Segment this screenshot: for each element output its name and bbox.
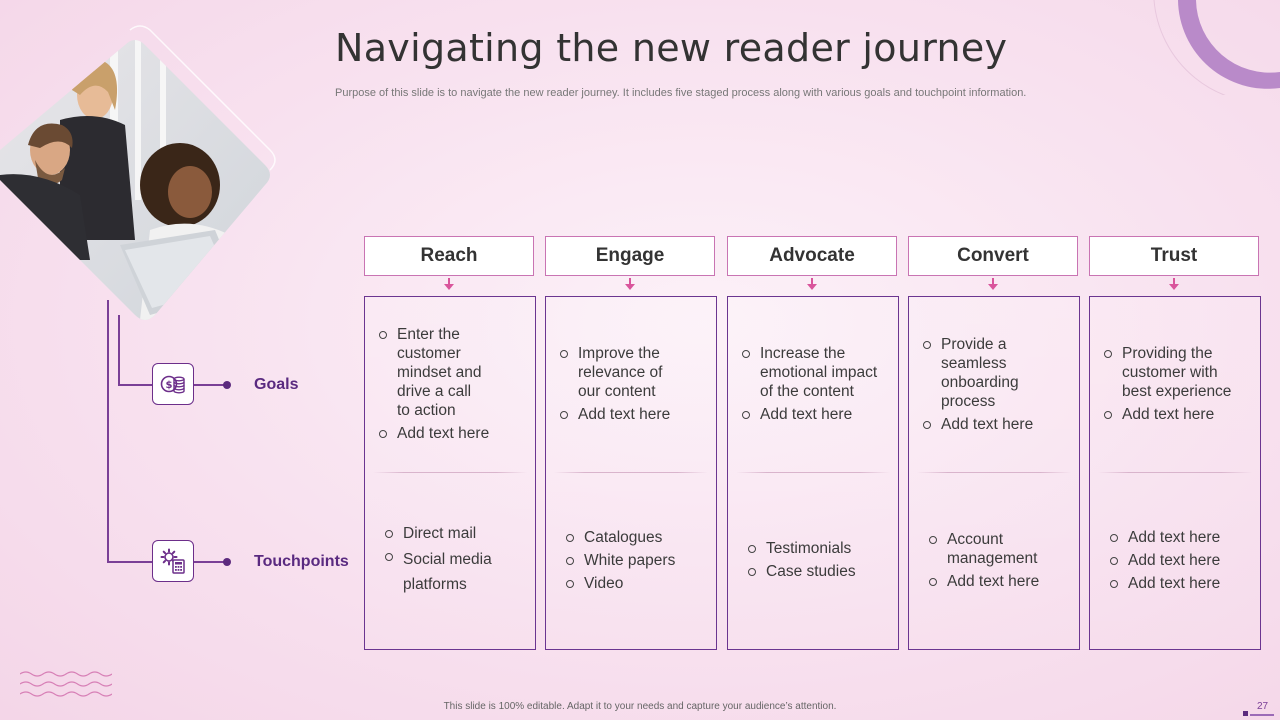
row-divider (917, 472, 1071, 473)
slide-title: Navigating the new reader journey (335, 26, 1008, 70)
touchpoint-item: Social media platforms (385, 547, 503, 597)
touchpoint-item: Catalogues (566, 528, 708, 547)
footer-note: This slide is 100% editable. Adapt it to… (443, 701, 837, 712)
goal-item: Providing the customer with best experie… (1104, 344, 1242, 401)
stage-trust: Trust Providing the customer with best e… (1089, 236, 1261, 650)
touchpoints-cell-engage: Catalogues White papers Video (546, 473, 716, 649)
stage-advocate: Advocate Increase the emotional impact o… (727, 236, 899, 650)
stage-engage: Engage Improve the relevance of our cont… (545, 236, 717, 650)
row-divider (1098, 472, 1252, 473)
slide-subtitle: Purpose of this slide is to navigate the… (335, 87, 1027, 99)
goals-cell-trust: Providing the customer with best experie… (1090, 297, 1260, 472)
connector-vertical-outer (107, 300, 109, 562)
page-marker (1243, 711, 1248, 716)
row-divider (373, 472, 527, 473)
decorative-arc (1153, 0, 1280, 95)
touchpoint-item: Account management (929, 530, 1047, 568)
goal-item: Provide a seamless onboarding process (923, 335, 1031, 411)
row-divider (554, 472, 708, 473)
touchpoint-item: White papers (566, 551, 708, 570)
stage-header-convert: Convert (908, 236, 1078, 276)
goals-label: Goals (254, 376, 299, 393)
arrow-down-icon (444, 278, 454, 290)
goal-item: Add text here (379, 424, 527, 443)
touchpoint-item: Add text here (1110, 528, 1252, 547)
arrow-down-icon (625, 278, 635, 290)
team-photo (0, 25, 276, 320)
touchpoint-item: Video (566, 574, 708, 593)
stage-body-convert: Provide a seamless onboarding process Ad… (908, 296, 1080, 650)
goal-item: Enter the customer mindset and drive a c… (379, 325, 487, 420)
touchpoints-cell-advocate: Testimonials Case studies (728, 473, 898, 649)
touchpoint-item: Add text here (1110, 551, 1252, 570)
goals-cell-convert: Provide a seamless onboarding process Ad… (909, 297, 1079, 472)
touchpoints-cell-convert: Account management Add text here (909, 473, 1079, 649)
connector-vertical-inner (118, 315, 120, 385)
coins-icon: $ (160, 375, 185, 394)
page-number: 27 (1257, 701, 1269, 712)
gear-calculator-icon (160, 548, 185, 574)
goals-cell-engage: Improve the relevance of our content Add… (546, 297, 716, 472)
stage-body-advocate: Increase the emotional impact of the con… (727, 296, 899, 650)
arrow-down-icon (1169, 278, 1179, 290)
goal-item: Improve the relevance of our content (560, 344, 673, 401)
goal-item: Add text here (923, 415, 1071, 434)
stage-body-engage: Improve the relevance of our content Add… (545, 296, 717, 650)
goal-item: Add text here (560, 405, 708, 424)
touchpoint-item: Direct mail (385, 524, 527, 543)
goals-icon-box: $ (152, 363, 194, 405)
arrow-down-icon (807, 278, 817, 290)
touchpoints-cell-trust: Add text here Add text here Add text her… (1090, 473, 1260, 649)
touchpoints-label: Touchpoints (254, 553, 349, 570)
decorative-waves (20, 671, 112, 697)
stage-body-trust: Providing the customer with best experie… (1089, 296, 1261, 650)
stage-body-reach: Enter the customer mindset and drive a c… (364, 296, 536, 650)
stage-header-advocate: Advocate (727, 236, 897, 276)
touchpoint-item: Add text here (929, 572, 1071, 591)
touchpoint-item: Testimonials (748, 539, 890, 558)
goals-cell-reach: Enter the customer mindset and drive a c… (365, 297, 535, 472)
row-divider (736, 472, 890, 473)
stage-header-engage: Engage (545, 236, 715, 276)
stage-header-trust: Trust (1089, 236, 1259, 276)
svg-text:$: $ (166, 380, 173, 391)
stage-reach: Reach Enter the customer mindset and dri… (364, 236, 536, 650)
touchpoint-item: Add text here (1110, 574, 1252, 593)
stage-convert: Convert Provide a seamless onboarding pr… (908, 236, 1080, 650)
goals-cell-advocate: Increase the emotional impact of the con… (728, 297, 898, 472)
stage-header-reach: Reach (364, 236, 534, 276)
goal-item: Increase the emotional impact of the con… (742, 344, 885, 401)
touchpoints-cell-reach: Direct mail Social media platforms (365, 473, 535, 649)
goals-dot (223, 381, 231, 389)
touchpoints-dot (223, 558, 231, 566)
goal-item: Add text here (742, 405, 890, 424)
touchpoint-item: Case studies (748, 562, 890, 581)
touchpoints-icon-box (152, 540, 194, 582)
page-bar (1250, 714, 1274, 716)
arrow-down-icon (988, 278, 998, 290)
goal-item: Add text here (1104, 405, 1252, 424)
